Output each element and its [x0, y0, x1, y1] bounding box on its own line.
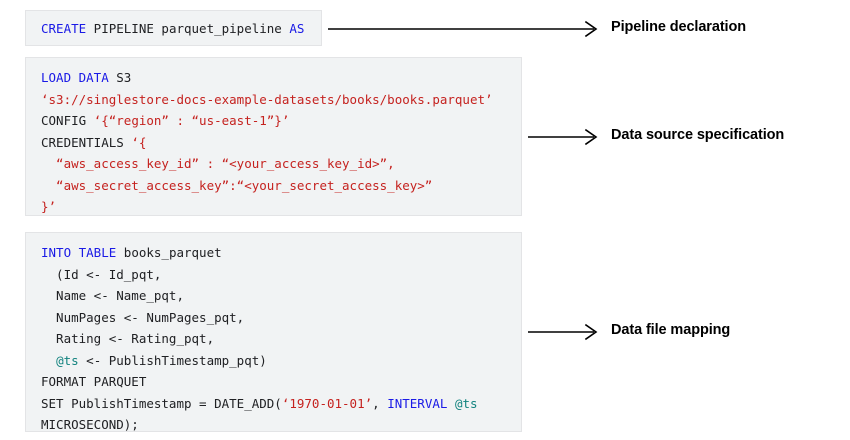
- annotation-label-pipeline-declaration: Pipeline declaration: [611, 19, 746, 35]
- code-token: CREDENTIALS: [41, 134, 132, 150]
- code-token: FORMAT PARQUET: [41, 374, 147, 389]
- code-token: ‘1970-01-01’: [281, 395, 373, 411]
- code-token: LOAD DATA: [41, 70, 109, 85]
- code-token: “aws_secret_access_key”:“<your_secret_ac…: [41, 177, 433, 193]
- code-line: MICROSECOND);: [41, 414, 507, 436]
- code-token: ‘s3://singlestore-docs-example-datasets/…: [41, 91, 493, 107]
- code-token: ‘{“region” : “us-east-1”}’: [93, 113, 290, 128]
- code-line: CONFIG ‘{“region” : “us-east-1”}’: [41, 110, 507, 132]
- code-token: SET PublishTimestamp = DATE_ADD(: [41, 395, 282, 411]
- code-token: ,: [372, 395, 388, 411]
- code-token: @ts: [56, 352, 79, 368]
- code-line: CREDENTIALS ‘{: [41, 132, 507, 154]
- code-token: ‘{: [131, 134, 147, 150]
- code-block-pipeline-declaration: CREATE PIPELINE parquet_pipeline AS: [25, 10, 322, 46]
- code-token: Name <- Name_pqt,: [41, 288, 184, 303]
- code-line: @ts <- PublishTimestamp_pqt): [41, 350, 507, 372]
- code-line: LOAD DATA S3: [41, 67, 507, 89]
- code-token: PIPELINE parquet_pipeline: [86, 21, 290, 36]
- code-line: “aws_secret_access_key”:“<your_secret_ac…: [41, 175, 507, 197]
- code-line: FORMAT PARQUET: [41, 371, 507, 393]
- code-token: INTERVAL: [387, 395, 448, 411]
- code-token: <- PublishTimestamp_pqt): [78, 352, 267, 368]
- code-token: “aws_access_key_id” : “<your_access_key_…: [41, 156, 395, 171]
- code-token: MICROSECOND);: [41, 417, 139, 432]
- code-token: @ts: [454, 395, 478, 411]
- code-line: Rating <- Rating_pqt,: [41, 328, 507, 350]
- code-line: SET PublishTimestamp = DATE_ADD(‘1970-01…: [41, 393, 507, 415]
- code-block-data-source: LOAD DATA S3 ‘s3://singlestore-docs-examp…: [25, 57, 522, 216]
- annotation-label-data-file-mapping: Data file mapping: [611, 322, 731, 338]
- code-token: NumPages <- NumPages_pqt,: [41, 309, 245, 325]
- code-line: NumPages <- NumPages_pqt,: [41, 307, 507, 329]
- code-line: (Id <- Id_pqt,: [41, 264, 507, 286]
- code-token: CREATE: [41, 21, 87, 36]
- code-token: [447, 396, 455, 411]
- arrow-to-pipeline-declaration: [328, 20, 598, 38]
- code-token: S3: [108, 70, 132, 85]
- code-token: CONFIG: [41, 113, 94, 128]
- code-token: }’: [41, 199, 57, 214]
- code-line: }’: [41, 196, 507, 218]
- code-token: books_parquet: [116, 245, 222, 260]
- code-line: Name <- Name_pqt,: [41, 285, 507, 307]
- code-line: CREATE PIPELINE parquet_pipeline AS: [41, 18, 307, 40]
- arrow-to-data-source-specification: [528, 128, 598, 146]
- code-token: INTO TABLE: [41, 245, 117, 260]
- code-token: (Id <- Id_pqt,: [41, 266, 162, 282]
- code-token: [41, 353, 56, 368]
- arrow-to-data-file-mapping: [528, 323, 598, 341]
- code-line: INTO TABLE books_parquet: [41, 242, 507, 264]
- annotation-label-data-source-specification: Data source specification: [611, 127, 785, 143]
- code-line: ‘s3://singlestore-docs-example-datasets/…: [41, 89, 507, 111]
- code-line: “aws_access_key_id” : “<your_access_key_…: [41, 153, 507, 175]
- code-token: AS: [289, 21, 305, 36]
- code-token: Rating <- Rating_pqt,: [41, 331, 215, 346]
- code-block-data-file-mapping: INTO TABLE books_parquet (Id <- Id_pqt, …: [25, 232, 522, 432]
